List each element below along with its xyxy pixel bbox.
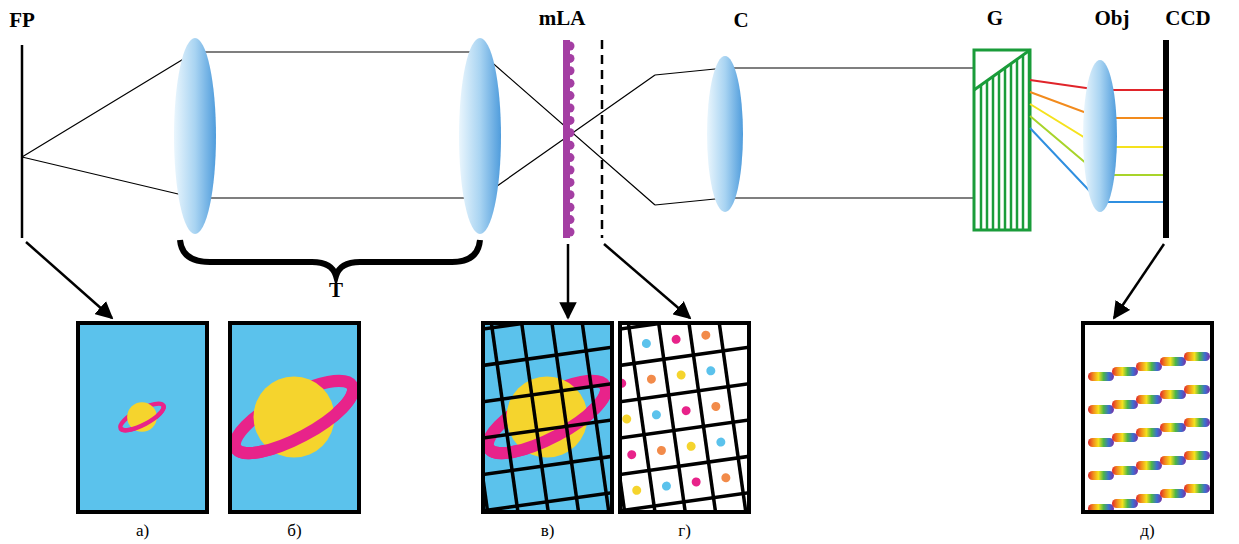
part-label: CCD bbox=[1165, 6, 1211, 31]
part-label: mLA bbox=[539, 6, 586, 31]
panel-caption: б) bbox=[287, 521, 301, 541]
part-label: T bbox=[329, 278, 343, 303]
part-label: Obj bbox=[1094, 6, 1129, 31]
panel-caption: г) bbox=[678, 521, 691, 541]
panel-caption: д) bbox=[1140, 521, 1154, 541]
image-panel: г) bbox=[618, 321, 751, 514]
image-panel: в) bbox=[481, 321, 614, 514]
part-label: C bbox=[733, 8, 748, 33]
image-panel: д) bbox=[1081, 321, 1214, 514]
panel-caption: в) bbox=[541, 521, 555, 541]
part-label: FP bbox=[9, 8, 35, 33]
part-label: G bbox=[987, 6, 1003, 31]
image-panel: б) bbox=[228, 321, 361, 514]
image-panel: а) bbox=[76, 321, 209, 514]
panel-caption: а) bbox=[136, 521, 149, 541]
